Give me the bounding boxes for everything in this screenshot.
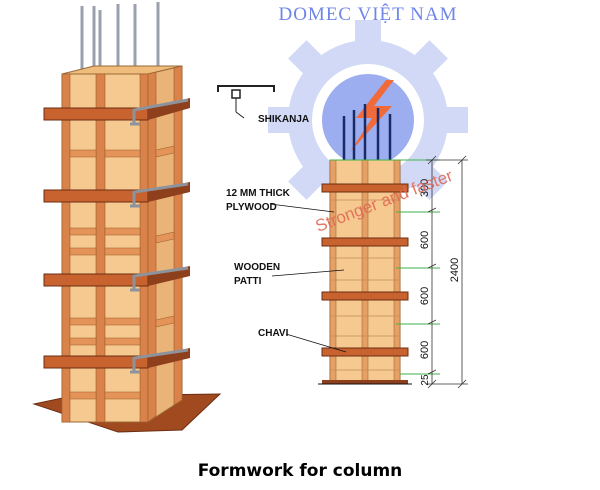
yoke-4 xyxy=(43,348,190,369)
cross-pieces xyxy=(69,145,175,400)
clamp-rods xyxy=(130,98,189,374)
figure-caption: Formwork for column xyxy=(198,461,403,481)
leader-patti xyxy=(271,269,345,277)
rebar-group xyxy=(80,2,160,76)
elevation-base xyxy=(322,380,408,384)
dim-mid-2: 600 xyxy=(419,287,431,305)
yoke-3 xyxy=(43,266,190,287)
column-elevation-view: 300 600 600 600 25 2400 xyxy=(318,104,468,389)
dim-top: 300 xyxy=(419,179,431,197)
elevation-yokes xyxy=(321,183,409,357)
vertical-battens xyxy=(61,65,183,423)
lightning-bolt-icon xyxy=(350,80,394,152)
yoke-2 xyxy=(43,182,190,203)
label-plywood-line1: 12 MM THICK xyxy=(226,188,291,199)
dim-mid-1: 600 xyxy=(419,231,431,249)
leader-chavi xyxy=(285,333,347,353)
yoke-1 xyxy=(43,98,190,121)
dim-base: 25 xyxy=(420,374,431,386)
dim-total: 2400 xyxy=(449,258,461,282)
label-shikanja: SHIKANJA xyxy=(258,114,309,125)
label-plywood-line2: PLYWOOD xyxy=(226,202,277,213)
elevation-rebars xyxy=(342,104,392,160)
dim-mid-3: 600 xyxy=(419,341,431,359)
label-patti-line2: PATTI xyxy=(234,276,262,287)
brand-name: DOMEC VIỆT NAM xyxy=(278,3,457,25)
leader-plywood xyxy=(269,203,335,213)
column-3d-view xyxy=(32,2,222,433)
label-patti-line1: WOODEN xyxy=(234,262,280,273)
shikanja-clamp-icon xyxy=(217,85,275,119)
label-chavi: CHAVI xyxy=(258,328,289,339)
dimension-lines xyxy=(426,155,468,389)
